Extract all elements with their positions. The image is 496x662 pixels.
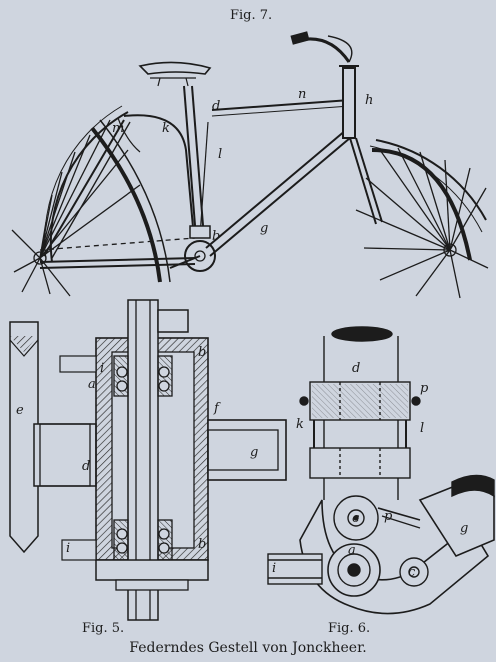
svg-text:l: l [218,147,222,162]
figure-6-caption: Fig. 6. [328,621,371,636]
svg-text:d: d [82,459,90,474]
plate-caption: Federndes Gestell von Jonckheer. [129,640,367,656]
fig7-bicycle [11,31,489,299]
svg-text:p: p [420,381,429,396]
fig6-labels: d p k l c p g a c i [272,361,468,580]
figure-5-caption: Fig. 5. [82,621,125,636]
svg-text:d: d [212,99,220,114]
fig5-labels: e d i a b f g i b [16,345,258,556]
svg-text:a: a [88,377,96,392]
svg-text:p: p [384,509,393,524]
svg-text:c: c [408,565,416,580]
fig7-labels: m k d n h l b g [112,87,373,244]
svg-text:n: n [298,87,306,102]
svg-text:h: h [365,93,373,108]
svg-text:a: a [348,543,356,558]
svg-text:e: e [16,403,24,418]
svg-text:g: g [250,445,258,460]
svg-text:k: k [162,121,170,136]
svg-text:c: c [352,511,360,526]
figure-7-caption: Fig. 7. [230,8,273,23]
svg-text:i: i [272,561,276,576]
svg-text:m: m [112,121,124,136]
rear-wheel [11,105,141,297]
svg-text:b: b [212,229,220,244]
svg-text:f: f [213,401,221,416]
svg-text:g: g [260,221,268,236]
fig5-section [9,299,287,621]
svg-text:i: i [100,361,104,376]
svg-text:b: b [198,537,206,552]
svg-text:i: i [66,541,70,556]
svg-text:g: g [460,521,468,536]
svg-text:d: d [352,361,360,376]
svg-text:k: k [296,417,304,432]
svg-text:b: b [198,345,206,360]
svg-text:l: l [420,421,424,436]
fig6-sideview [267,326,495,615]
